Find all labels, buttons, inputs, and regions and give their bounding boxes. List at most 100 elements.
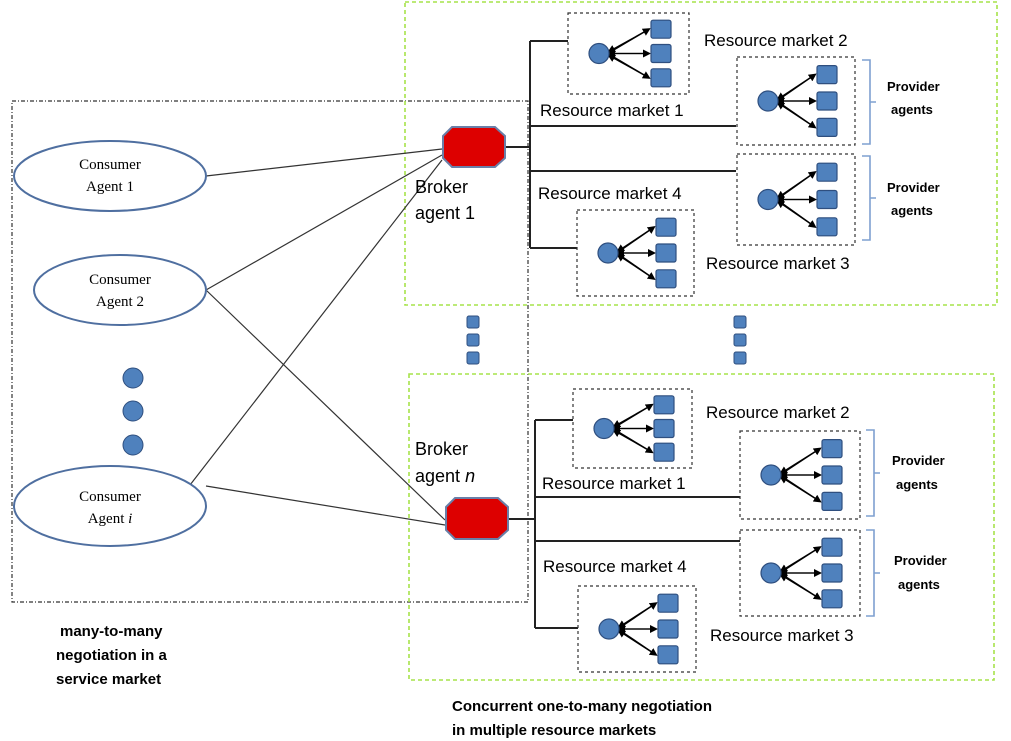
g2-market-4-provider-node-3	[821, 589, 843, 609]
g2-market-1-provider-node-3	[821, 491, 843, 511]
bus-lines-group-2	[508, 419, 740, 629]
provider-label-4-line2: agents	[898, 577, 940, 592]
g2-market-3-label: Resource market 3	[710, 626, 854, 645]
provider-label-3-line1: Provider	[892, 453, 945, 468]
broker-1-line2: agent 1	[415, 203, 475, 223]
g1-market-3-box	[576, 209, 695, 297]
g1-market-1-cluster	[736, 56, 856, 146]
g2-market-3-return-arrow-3	[617, 629, 657, 656]
g1-market-3-cluster	[576, 209, 695, 297]
g1-market-2-provider-node-2	[650, 43, 672, 64]
g1-market-1-provider-node-3	[816, 117, 838, 138]
resource-group-bottom	[408, 373, 995, 681]
g1-market-2-return-arrow-1	[607, 28, 650, 53]
g1-market-4-return-arrow-3	[776, 200, 816, 228]
broker-n-line1: Broker	[415, 439, 468, 459]
g1-market-3-return-arrow-1	[616, 226, 655, 253]
g2-market-3-consumer-node	[598, 618, 620, 640]
g2-market-1-return-arrow-1	[779, 448, 821, 475]
broker-agent-n-shape	[445, 497, 509, 540]
market-ellipsis-squares	[733, 315, 747, 365]
consumer-2-line2: Agent 2	[96, 294, 144, 310]
g1-market-2-provider-node-1	[650, 19, 672, 39]
g2-market-4-return-arrow-3	[779, 573, 821, 600]
g1-market-4-box	[736, 153, 856, 246]
g2-market-1-consumer-node	[760, 464, 782, 486]
broker-agent-1-shape	[442, 126, 506, 168]
g1-market-2-label: Resource market 2	[704, 31, 848, 50]
g2-market-1-provider-node-2	[821, 465, 843, 485]
g1-market-2-cluster	[567, 12, 690, 95]
g1-market-4-cluster	[736, 153, 856, 246]
g2-market-2-return-arrow-1	[612, 404, 653, 428]
broker-ellipsis-squares	[466, 315, 480, 365]
g1-market-4-consumer-node	[757, 188, 779, 211]
caption-bottom-line2: in multiple resource markets	[452, 722, 656, 739]
g2-market-1-provider-node-1	[821, 439, 843, 459]
broker-n-line2: agent n	[415, 466, 475, 486]
g2-market-4-label: Resource market 4	[543, 557, 687, 576]
g1-market-1-provider-node-2	[816, 91, 838, 111]
consumer-ellipsis-dots	[122, 367, 144, 456]
consumer-agent-i: Consumer Agent i	[13, 465, 207, 547]
provider-label-2-line1: Provider	[887, 180, 940, 195]
g2-market-4-cluster	[739, 529, 861, 617]
service-market-boundary	[11, 100, 529, 603]
g1-market-1-label: Resource market 1	[540, 101, 684, 120]
consumer-agent-1: Consumer Agent 1	[13, 140, 207, 212]
g2-market-4-consumer-node	[760, 562, 782, 584]
g1-market-3-consumer-node	[597, 242, 619, 264]
g2-market-3-provider-node-3	[657, 645, 679, 665]
g1-market-4-provider-node-3	[816, 217, 838, 237]
broker-1-line1: Broker	[415, 177, 468, 197]
resource-market-clusters	[567, 12, 861, 673]
g2-market-4-provider-node-2	[821, 563, 843, 583]
consumer-2-line1: Consumer	[89, 272, 151, 288]
g2-market-2-consumer-node	[593, 417, 615, 440]
consumer-i-line1: Consumer	[79, 489, 141, 505]
g2-market-1-return-arrow-3	[779, 475, 821, 502]
caption-left-line1: many-to-many	[60, 623, 163, 640]
g2-market-3-return-arrow-1	[617, 602, 657, 629]
consumer-i-line2: Agent i	[88, 511, 133, 527]
bus-lines-group-1	[503, 40, 736, 249]
g1-market-3-label: Resource market 3	[706, 254, 850, 273]
connection-lines	[189, 148, 446, 526]
provider-braces	[862, 59, 880, 617]
g2-market-1-label: Resource market 1	[542, 474, 686, 493]
g2-market-2-box	[572, 388, 693, 469]
g2-market-1-box	[739, 430, 861, 520]
g2-market-3-provider-node-2	[657, 619, 679, 639]
g1-market-1-consumer-node	[757, 90, 779, 112]
g2-market-1-cluster	[739, 430, 861, 520]
consumer-agent-2: Consumer Agent 2	[33, 254, 207, 326]
g1-market-3-provider-node-2	[655, 243, 677, 263]
g1-market-2-provider-node-3	[650, 68, 672, 88]
g1-market-4-return-arrow-1	[776, 171, 816, 199]
g1-market-3-provider-node-3	[655, 269, 677, 289]
g2-market-2-label: Resource market 2	[706, 403, 850, 422]
g1-market-2-return-arrow-3	[607, 54, 650, 79]
g1-market-4-label: Resource market 4	[538, 184, 682, 203]
caption-left-line2: negotiation in a	[56, 647, 167, 664]
g2-market-2-provider-node-2	[653, 418, 675, 439]
provider-label-4-line1: Provider	[894, 553, 947, 568]
g1-market-2-consumer-node	[588, 42, 610, 65]
g2-market-2-return-arrow-3	[612, 429, 653, 453]
g2-market-2-provider-node-3	[653, 442, 675, 462]
consumer-1-line2: Agent 1	[86, 179, 134, 195]
provider-label-1-line2: agents	[891, 102, 933, 117]
g2-market-4-provider-node-1	[821, 537, 843, 557]
provider-label-1-line1: Provider	[887, 79, 940, 94]
g1-market-4-provider-node-2	[816, 189, 838, 210]
g1-market-1-return-arrow-3	[776, 101, 816, 128]
g1-market-1-return-arrow-1	[776, 74, 816, 101]
g1-market-1-box	[736, 56, 856, 146]
g2-market-4-box	[739, 529, 861, 617]
g1-market-1-provider-node-1	[816, 64, 838, 85]
consumer-1-line1: Consumer	[79, 157, 141, 173]
g2-market-2-cluster	[572, 388, 693, 469]
caption-left-line3: service market	[56, 671, 161, 688]
